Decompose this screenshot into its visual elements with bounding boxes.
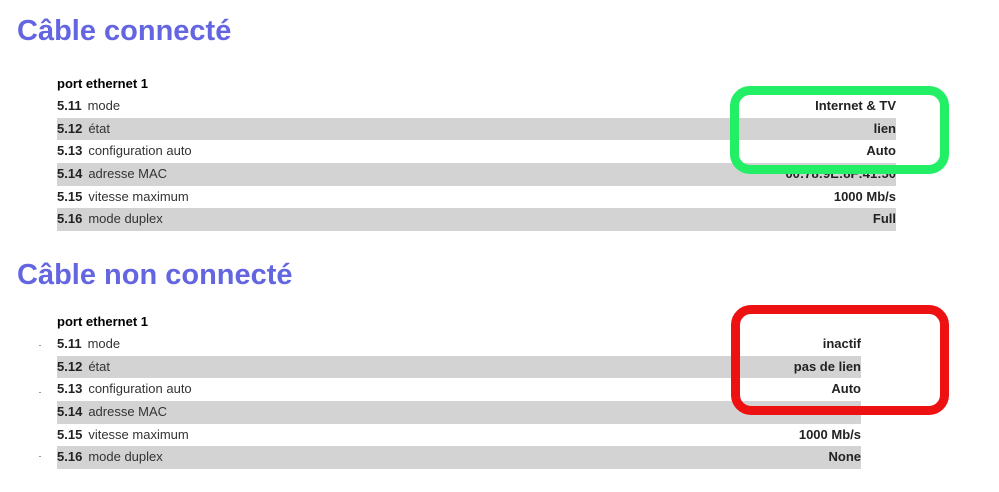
table-row: 5.13 configuration auto Auto bbox=[57, 140, 896, 163]
row-label: état bbox=[88, 358, 110, 374]
bullet-mark bbox=[39, 345, 41, 346]
highlight-frame-red bbox=[731, 305, 949, 415]
port-title: port ethernet 1 bbox=[57, 76, 149, 91]
highlight-frame-green bbox=[730, 86, 949, 174]
row-label: configuration auto bbox=[88, 381, 192, 397]
table-row: 5.11 mode Internet & TV bbox=[57, 95, 896, 118]
table-row: 5.12 état lien bbox=[57, 117, 896, 141]
row-number: 5.15 bbox=[57, 426, 83, 442]
row-label: mode bbox=[87, 336, 121, 351]
row-label: vitesse maximum bbox=[88, 426, 189, 442]
heading-cable-not-connected: Câble non connecté bbox=[17, 259, 293, 291]
row-value: 1000 Mb/s bbox=[833, 188, 896, 204]
row-value: Auto bbox=[866, 143, 896, 159]
heading-cable-connected: Câble connecté bbox=[17, 15, 232, 47]
row-value: Full bbox=[872, 211, 896, 227]
row-label: vitesse maximum bbox=[88, 188, 189, 204]
row-label: mode bbox=[87, 98, 121, 113]
table-row: 5.15 vitesse maximum 1000 Mb/s bbox=[57, 186, 896, 209]
row-value: lien bbox=[873, 120, 896, 136]
bullet-mark bbox=[39, 392, 41, 393]
port-title: port ethernet 1 bbox=[57, 314, 149, 329]
row-number: 5.14 bbox=[57, 166, 83, 182]
row-label: état bbox=[88, 120, 110, 136]
row-value: inactif bbox=[822, 336, 861, 351]
row-value: None bbox=[828, 449, 862, 465]
bullet-mark bbox=[39, 456, 41, 457]
row-value: Auto bbox=[831, 381, 861, 397]
table-row: 5.14 adresse MAC bbox=[57, 401, 861, 424]
row-label: mode duplex bbox=[88, 449, 163, 465]
row-label: adresse MAC bbox=[88, 166, 168, 182]
port-table-not-connected: port ethernet 1 5.11 mode inactif 5.12 éta… bbox=[57, 311, 862, 470]
row-number: 5.16 bbox=[57, 211, 83, 227]
port-table-connected: port ethernet 1 5.11 mode Internet & TV 5… bbox=[57, 73, 896, 232]
row-value: 1000 Mb/s bbox=[798, 426, 861, 442]
table-row: 5.16 mode duplex None bbox=[57, 446, 862, 470]
table-row: 5.11 mode inactif bbox=[57, 333, 861, 356]
row-label: configuration auto bbox=[88, 143, 192, 159]
row-number: 5.13 bbox=[57, 143, 83, 159]
row-number: 5.14 bbox=[57, 404, 83, 420]
row-label: mode duplex bbox=[88, 211, 163, 227]
table-row: 5.16 mode duplex Full bbox=[57, 208, 896, 232]
row-number: 5.16 bbox=[57, 449, 83, 465]
table-row: 5.12 état pas de lien bbox=[57, 355, 861, 379]
row-number: 5.11 bbox=[57, 98, 82, 113]
row-value: Internet & TV bbox=[815, 98, 896, 113]
row-number: 5.15 bbox=[57, 188, 83, 204]
table-row: 5.13 configuration auto Auto bbox=[57, 378, 861, 401]
row-label: adresse MAC bbox=[88, 404, 168, 420]
row-number: 5.12 bbox=[57, 120, 83, 136]
row-number: 5.12 bbox=[57, 358, 83, 374]
row-value: pas de lien bbox=[793, 358, 861, 374]
row-number: 5.13 bbox=[57, 381, 83, 397]
table-row: 5.15 vitesse maximum 1000 Mb/s bbox=[57, 424, 861, 447]
row-number: 5.11 bbox=[57, 336, 82, 351]
